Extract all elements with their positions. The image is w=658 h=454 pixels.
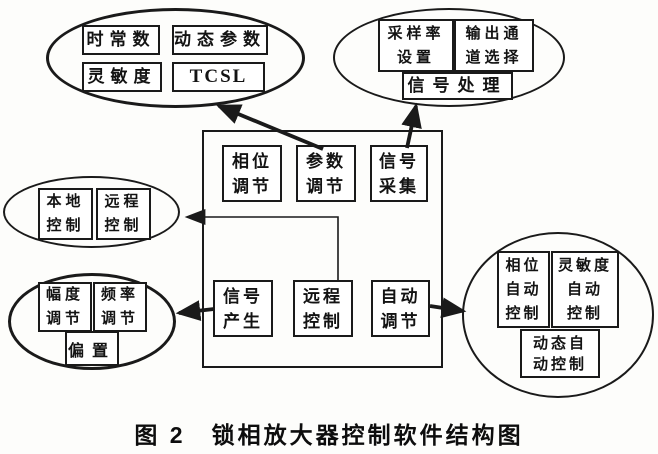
- box-phase-auto-control: 相位 自动 控制: [497, 251, 550, 328]
- ellipse-parameter-settings: [46, 8, 305, 108]
- box-sensitivity-auto-control: 灵敏度 自动 控制: [551, 251, 619, 328]
- box-local-control: 本地 控制: [38, 188, 93, 240]
- box-param-adjust: 参数 调节: [296, 145, 356, 202]
- box-signal-generate: 信号 产生: [213, 280, 273, 337]
- box-sample-rate: 采样率 设置: [378, 19, 454, 72]
- box-remote-control-mode: 远程 控制: [96, 188, 151, 240]
- box-dynamic-param: 动态参数: [172, 25, 268, 55]
- ellipse-signal-processing: [333, 8, 565, 107]
- box-sensitivity: 灵敏度: [82, 62, 162, 92]
- box-output-channel: 输出通 道选择: [454, 19, 534, 72]
- box-auto-adjust: 自动 调节: [371, 280, 430, 337]
- box-signal-acquire: 信号 采集: [370, 145, 428, 202]
- box-amplitude-adjust: 幅度 调节: [38, 282, 92, 332]
- box-dynamic-auto-control: 动态自 动控制: [520, 329, 600, 378]
- ellipse-signal-generation: [8, 273, 176, 370]
- box-phase-adjust: 相位 调节: [222, 145, 282, 202]
- box-signal-process: 信号处理: [402, 72, 513, 100]
- box-remote-control: 远程 控制: [293, 280, 353, 337]
- ellipse-control-mode: [3, 176, 180, 248]
- box-frequency-adjust: 频率 调节: [93, 282, 147, 332]
- box-bias: 偏置: [65, 331, 119, 366]
- box-tcsl: TCSL: [172, 62, 265, 92]
- figure-caption: 图 2 锁相放大器控制软件结构图: [134, 422, 524, 448]
- box-time-constant: 时常数: [82, 25, 160, 55]
